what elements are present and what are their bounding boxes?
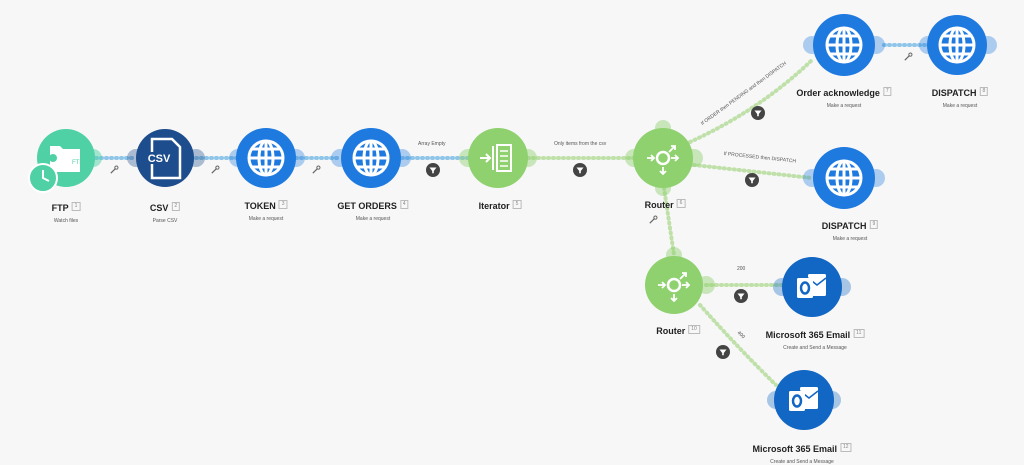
module-dispatch-8[interactable] xyxy=(919,15,997,75)
globe-icon xyxy=(825,26,863,64)
module-router-6[interactable] xyxy=(625,120,703,196)
module-number: 11 xyxy=(853,329,865,339)
globe-icon xyxy=(938,26,976,64)
filter-label-200[interactable]: 200 xyxy=(737,266,746,272)
module-microsoft-365-email-12[interactable] xyxy=(767,370,841,430)
module-subtitle: Create and Send a Message xyxy=(770,459,834,465)
module-name: Microsoft 365 Email xyxy=(765,330,851,340)
wrench-icon[interactable] xyxy=(110,165,119,174)
globe-icon xyxy=(825,159,863,197)
filter-icon-array-empty[interactable] xyxy=(426,163,440,177)
module-subtitle: Make a request xyxy=(248,216,284,222)
module-get-orders[interactable] xyxy=(331,128,411,188)
module-router-10[interactable] xyxy=(645,247,715,314)
module-csv[interactable]: CSV xyxy=(127,129,205,187)
module-dispatch-9[interactable] xyxy=(803,147,885,209)
module-iterator[interactable] xyxy=(459,128,537,188)
link-router2-email12 xyxy=(698,303,778,387)
module-subtitle: Create and Send a Message xyxy=(783,345,847,351)
filter-label-array-empty[interactable]: Array Empty xyxy=(418,141,446,147)
module-number: 6 xyxy=(676,199,686,209)
module-number: 12 xyxy=(839,443,852,453)
module-name: Microsoft 365 Email xyxy=(752,444,837,454)
module-name: Order acknowledge xyxy=(796,88,880,98)
module-token[interactable] xyxy=(229,128,305,188)
module-subtitle: Make a request xyxy=(826,103,862,109)
module-subtitle: Make a request xyxy=(355,216,391,222)
ftp-folder-clock-icon: FTP xyxy=(28,146,83,193)
filter-label-only-items[interactable]: Only items from the csv xyxy=(554,141,607,147)
module-name: Router xyxy=(656,326,686,336)
wrench-icon[interactable] xyxy=(211,165,220,174)
module-order-acknowledge[interactable] xyxy=(803,14,885,76)
module-number: 5 xyxy=(512,200,522,210)
filter-icon-200[interactable] xyxy=(734,289,748,303)
link-router-router2 xyxy=(662,186,676,257)
wrench-icon[interactable] xyxy=(312,165,321,174)
module-name: DISPATCH xyxy=(931,88,977,98)
module-number: 9 xyxy=(869,220,879,230)
module-number: 8 xyxy=(979,87,989,97)
connection-links xyxy=(94,43,930,387)
filter-icon-400[interactable] xyxy=(716,345,730,359)
module-name: FTP xyxy=(51,203,69,213)
module-name: Iterator xyxy=(478,201,510,211)
filter-icon-pending[interactable] xyxy=(751,106,765,120)
globe-icon xyxy=(352,139,390,177)
link-router-dispatch9 xyxy=(692,163,814,180)
module-number: 3 xyxy=(278,200,288,210)
csv-file-icon: CSV xyxy=(145,137,182,180)
iterator-icon xyxy=(480,144,512,172)
filter-icon-processed[interactable] xyxy=(745,173,759,187)
module-name: DISPATCH xyxy=(821,221,867,231)
module-name: Router xyxy=(644,200,674,210)
module-number: 7 xyxy=(882,87,892,97)
module-subtitle: Make a request xyxy=(942,103,978,109)
module-subtitle: Make a request xyxy=(832,236,868,242)
module-ftp[interactable]: FTP xyxy=(28,129,102,193)
module-number: 4 xyxy=(399,200,409,210)
globe-icon xyxy=(247,139,285,177)
link-router-orderack xyxy=(688,58,814,144)
module-number: 2 xyxy=(171,202,181,212)
module-microsoft-365-email-11[interactable] xyxy=(773,257,851,317)
filter-icon-only-items[interactable] xyxy=(573,163,587,177)
module-number: 1 xyxy=(71,202,81,212)
wrench-icon[interactable] xyxy=(649,215,658,224)
svg-text:CSV: CSV xyxy=(148,153,171,165)
module-name: CSV xyxy=(149,203,169,213)
module-name: TOKEN xyxy=(244,201,276,211)
module-subtitle: Watch files xyxy=(53,218,79,224)
module-number: 10 xyxy=(688,325,700,335)
module-subtitle: Parse CSV xyxy=(152,218,178,224)
wrench-icon[interactable] xyxy=(904,52,913,61)
svg-text:FTP: FTP xyxy=(72,160,83,166)
module-name: GET ORDERS xyxy=(337,201,397,211)
